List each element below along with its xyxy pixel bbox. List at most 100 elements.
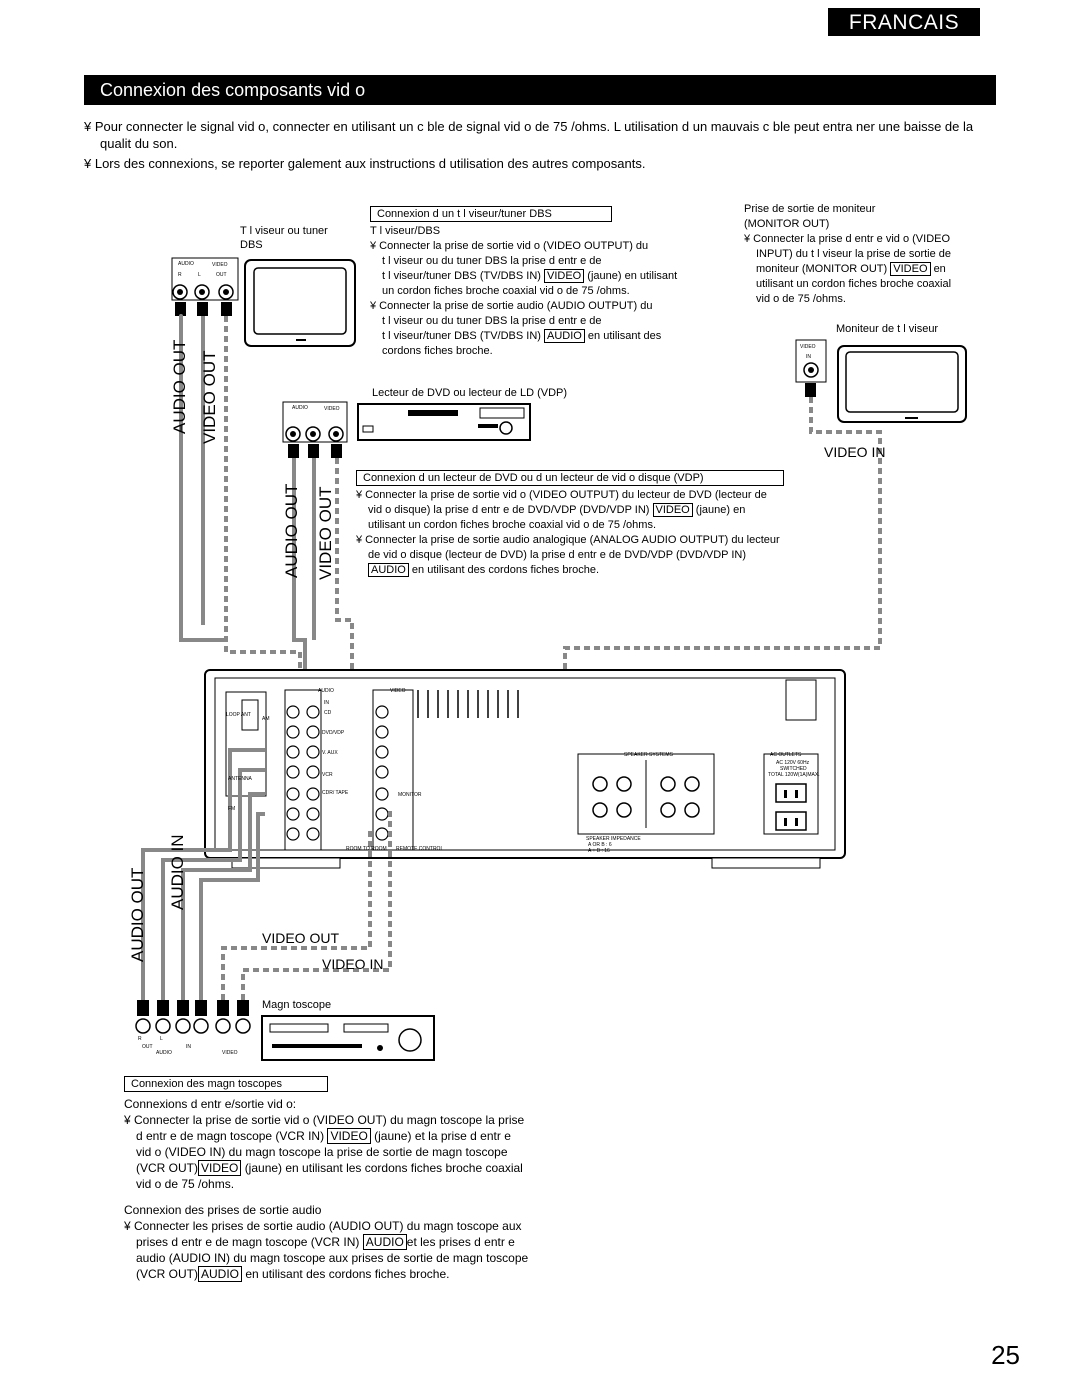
tv-jack-out-label: OUT — [216, 272, 227, 278]
audio-tag: AUDIO — [368, 563, 409, 577]
vcr-jack-r-label: R — [138, 1036, 142, 1042]
tv-tuner-device — [244, 259, 356, 347]
tv-dbs-title-box: Connexion d un t l viseur/tuner DBS — [370, 206, 612, 222]
receiver-cd-label: CD — [324, 710, 332, 716]
tv-jack-r-label: R — [178, 272, 182, 278]
vcr-instructions: Connexions d entr e/sortie vid o: ¥ Conn… — [124, 1096, 564, 1282]
receiver-rear-panel — [204, 669, 846, 869]
vcr-jack-l-label: L — [160, 1036, 163, 1042]
receiver-cdr-tape-label: CDR/ TAPE — [322, 790, 349, 796]
speaker-systems-label: SPEAKER SYSTEMS — [624, 752, 673, 758]
vcr-p1-line5: vid o de 75 /ohms. — [136, 1177, 235, 1191]
receiver-monitor-label: MONITOR — [398, 792, 422, 798]
video-tag: VIDEO — [198, 1160, 242, 1176]
dvd-jack-panel — [282, 401, 348, 458]
dvd-jack-audio-label: AUDIO — [292, 405, 308, 411]
tv-jack-audio-label: AUDIO — [178, 261, 194, 267]
speaker-impedance-line1: A OR B : 6 — [588, 842, 612, 848]
receiver-video-label: VIDEO — [390, 688, 406, 694]
dvd-line6: AUDIO en utilisant des cordons fiches br… — [356, 563, 846, 578]
receiver-fm-label: FM — [228, 806, 236, 812]
ac-outlets-line2: SWITCHED — [780, 766, 807, 772]
intro-text: ¥ Pour connecter le signal vid o, connec… — [84, 118, 996, 175]
dvd-video-out-label: VIDEO OUT — [316, 486, 335, 580]
receiver-vcr-label: VCR — [322, 772, 333, 778]
dvd-line5: de vid o disque (lecteur de DVD) la pris… — [368, 549, 747, 561]
vcr-jacks — [135, 1018, 251, 1034]
monitor-instructions: Prise de sortie de moniteur (MONITOR OUT… — [744, 202, 998, 307]
vcr-video-in-label: VIDEO IN — [322, 956, 384, 972]
receiver-room-to-room-label: ROOM TO ROOM — [346, 846, 387, 852]
receiver-audio-label: AUDIO — [318, 688, 334, 694]
tv-dbs-line3: t l viseur/tuner DBS (TV/DBS IN) VIDEO (… — [382, 269, 678, 283]
audio-tag: AUDIO — [362, 1234, 407, 1250]
tv-audio-out-label: AUDIO OUT — [170, 339, 189, 434]
dvd-jack-video-label: VIDEO — [324, 406, 340, 412]
tv-dbs-subtitle: T l viseur/DBS — [370, 225, 441, 237]
tv-dbs-line5: ¥ Connecter la prise de sortie audio (AU… — [370, 300, 653, 312]
receiver-dvd-vdp-label: DVD/VDP — [322, 730, 345, 736]
ac-outlets-line3: TOTAL 120W(1A)MAX. — [768, 772, 820, 778]
receiver-antenna-label: ANTENNA — [228, 776, 252, 782]
monitor-tv-device — [837, 345, 967, 423]
intro-paragraph-1: ¥ Pour connecter le signal vid o, connec… — [84, 119, 974, 151]
dvd-player-device — [357, 403, 531, 441]
monitor-jack-in-label: IN — [806, 354, 811, 360]
monitor-jack-panel — [795, 339, 827, 397]
tv-dbs-line1: ¥ Connecter la prise de sortie vid o (VI… — [370, 240, 649, 252]
dvd-audio-out-label: AUDIO OUT — [282, 483, 301, 578]
vcr-jack-in-label: IN — [186, 1044, 191, 1050]
speaker-impedance-line2: A + B : 16 — [588, 848, 610, 854]
monitor-title2: (MONITOR OUT) — [744, 218, 830, 230]
monitor-line1: ¥ Connecter la prise d entr e vid o (VID… — [744, 233, 951, 245]
dvd-line1: ¥ Connecter la prise de sortie vid o (VI… — [356, 489, 767, 501]
monitor-jack-video-label: VIDEO — [800, 344, 816, 350]
dvd-device-label: Lecteur de DVD ou lecteur de LD (VDP) — [372, 387, 568, 399]
ac-outlets-label: AC OUTLETS — [770, 752, 802, 758]
audio-tag: AUDIO — [544, 329, 585, 343]
vcr-device-label: Magn toscope — [262, 999, 332, 1011]
vcr-jack-audio-label: AUDIO — [156, 1050, 172, 1056]
tv-dbs-line2: t l viseur ou du tuner DBS la prise d en… — [382, 255, 602, 267]
monitor-line3: moniteur (MONITOR OUT) VIDEO en — [756, 262, 946, 276]
vcr-p2-line1: ¥ Connecter les prises de sortie audio (… — [124, 1219, 522, 1233]
monitor-line5: vid o de 75 /ohms. — [756, 293, 846, 305]
vcr-p1-line2: d entr e de magn toscope (VCR IN) VIDEO … — [136, 1128, 511, 1144]
tv-dbs-line8: cordons fiches broche. — [382, 345, 493, 357]
tv-dbs-instructions: T l viseur/DBS ¥ Connecter la prise de s… — [370, 224, 730, 359]
dvd-title-box: Connexion d un lecteur de DVD ou d un le… — [356, 470, 784, 486]
tv-tuner-label-line1: T l viseur ou tuner — [240, 225, 328, 237]
tv-dbs-line6: t l viseur ou du tuner DBS la prise d en… — [382, 315, 602, 327]
dvd-line2: vid o disque) la prise d entr e de DVD/V… — [368, 503, 746, 517]
monitor-line2: INPUT) du t l viseur la prise de sortie … — [756, 248, 952, 260]
vcr-video-out-label: VIDEO OUT — [262, 930, 340, 946]
monitor-tv-label: Moniteur de t l viseur — [836, 323, 939, 335]
vcr-device — [261, 1015, 435, 1061]
tv-jack-l-label: L — [198, 272, 201, 278]
section-title: Connexion des composants vid o — [84, 75, 996, 105]
ac-outlets-line1: AC 120V 60Hz — [776, 760, 810, 766]
vcr-p1-line1: ¥ Connecter la prise de sortie vid o (VI… — [124, 1113, 525, 1127]
vcr-title-box: Connexion des magn toscopes — [124, 1076, 328, 1092]
intro-paragraph-2: ¥ Lors des connexions, se reporter galem… — [84, 156, 646, 171]
receiver-v-aux-label: V. AUX — [322, 750, 338, 756]
vcr-p1-line3: vid o (VIDEO IN) du magn toscope la pris… — [136, 1145, 508, 1159]
tv-dbs-line7: t l viseur/tuner DBS (TV/DBS IN) AUDIO e… — [382, 329, 662, 343]
video-tag: VIDEO — [890, 262, 931, 276]
monitor-line4: utilisant un cordon fiches broche coaxia… — [756, 278, 952, 290]
tv-video-out-label: VIDEO OUT — [200, 350, 219, 444]
receiver-am-label: AM — [262, 716, 270, 722]
tv-tuner-label-line2: DBS — [240, 239, 263, 251]
tv-tuner-jack-panel — [171, 257, 239, 316]
vcr-jack-out-label: OUT — [142, 1044, 153, 1050]
monitor-title1: Prise de sortie de moniteur — [744, 203, 876, 215]
receiver-remote-control-label: REMOTE CONTROL — [396, 846, 444, 852]
vcr-plugs — [137, 1000, 249, 1016]
audio-tag: AUDIO — [198, 1266, 243, 1282]
video-tag: VIDEO — [652, 503, 693, 517]
language-tab: FRANCAIS — [828, 8, 980, 36]
receiver-in-label: IN — [324, 700, 329, 706]
vcr-jack-video-label: VIDEO — [222, 1050, 238, 1056]
dvd-line3: utilisant un cordon fiches broche coaxia… — [368, 519, 656, 531]
